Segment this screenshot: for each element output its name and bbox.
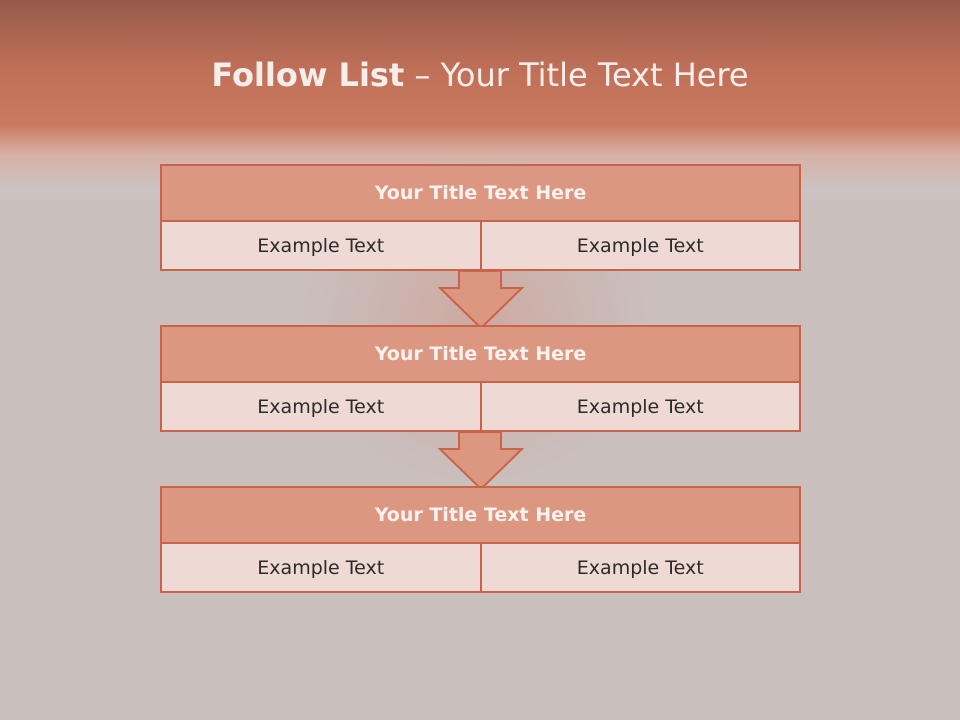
list-block-2: Your Title Text Here Example Text Exampl… — [160, 325, 801, 432]
block-heading: Your Title Text Here — [162, 488, 799, 544]
list-block-3: Your Title Text Here Example Text Exampl… — [160, 486, 801, 593]
slide-title-bold: Follow List — [211, 56, 405, 94]
block-heading: Your Title Text Here — [162, 166, 799, 222]
block-cell-left: Example Text — [162, 383, 480, 430]
block-cell-left: Example Text — [162, 222, 480, 269]
list-block-1: Your Title Text Here Example Text Exampl… — [160, 164, 801, 271]
block-row: Example Text Example Text — [162, 222, 799, 269]
down-arrow-icon — [438, 431, 524, 491]
block-heading: Your Title Text Here — [162, 327, 799, 383]
block-cell-left: Example Text — [162, 544, 480, 591]
block-cell-right: Example Text — [479, 222, 799, 269]
block-row: Example Text Example Text — [162, 544, 799, 591]
block-cell-right: Example Text — [479, 383, 799, 430]
block-row: Example Text Example Text — [162, 383, 799, 430]
down-arrow-icon — [438, 270, 524, 330]
block-cell-right: Example Text — [479, 544, 799, 591]
slide-title-rest: – Your Title Text Here — [404, 56, 749, 94]
slide-title: Follow List – Your Title Text Here — [0, 56, 960, 94]
